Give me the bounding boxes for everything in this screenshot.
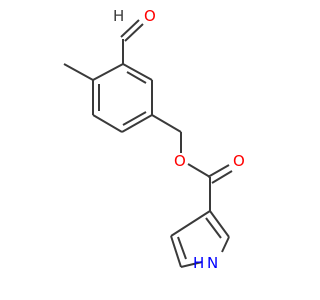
bond-ring-c3-c4-inner — [122, 111, 147, 126]
bond-ring-ch2 — [151, 114, 182, 133]
bond-aldehyde-c-o-2 — [124, 23, 144, 42]
bond-carbonyl-c-o-2 — [211, 170, 233, 184]
bond-pyrrole-c5-c4 — [170, 235, 182, 268]
bond-ring-c6-c1 — [92, 63, 124, 81]
atom-label-pyrrole-h: H — [193, 254, 204, 272]
atom-label-pyrrole-n: N — [207, 254, 218, 272]
bond-pyrrole-c2-n — [221, 236, 230, 253]
chemical-structure: H O O O N H — [63, 7, 245, 272]
atom-label-aldehyde-o: O — [144, 7, 156, 25]
bond-ring-c1-c2 — [122, 63, 153, 81]
atom-label-ester-o: O — [174, 152, 186, 170]
bond-ring-c3-c4 — [121, 114, 153, 133]
bond-ring-c1-c2-inner — [126, 71, 147, 84]
bond-pyrrole-n-c5 — [180, 261, 203, 268]
bond-o-carbonyl-c — [187, 163, 211, 178]
atom-label-aldehyde-h: H — [113, 7, 124, 25]
bond-pyrrole-c5-c4-inner — [177, 236, 187, 260]
atom-label-carbonyl-o: O — [233, 152, 245, 170]
bond-ring-c4-c5 — [92, 114, 123, 133]
bond-methyl — [63, 63, 94, 81]
bond-pyrrole-c3-c2 — [209, 210, 230, 238]
bond-carbonyl-c-o-1 — [207, 164, 230, 178]
bond-pyrrole-c3-c2-inner — [205, 217, 222, 239]
bond-pyrrole-c4-c3 — [170, 210, 211, 237]
bond-aldehyde-c-o-1 — [120, 19, 140, 38]
